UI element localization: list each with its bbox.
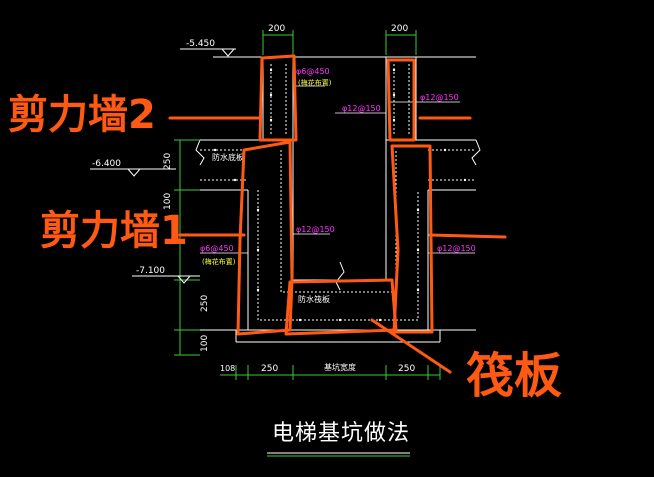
dimension-lines — [174, 30, 441, 380]
rebar-pit-right: φ12@150 — [437, 244, 476, 253]
outline-raft-slab — [284, 278, 398, 336]
left-upper-wall — [262, 56, 294, 141]
elevation-mid: -6.400 — [92, 159, 121, 169]
outline-shear-wall-2-right — [386, 58, 416, 142]
rebar-top-left: φ6@450 — [296, 67, 330, 76]
leader-shear-wall-1-right — [428, 233, 507, 239]
rebar-top-right: φ12@150 — [420, 93, 459, 102]
dim-left-wall: 200 — [268, 24, 285, 34]
rebar-dots — [213, 68, 467, 322]
outer-rebar-line — [257, 190, 419, 321]
dim-108: 108 — [220, 364, 235, 373]
dim-250-bottom-left: 250 — [261, 364, 278, 374]
pit-outer-wall — [247, 190, 429, 331]
dim-250-bottom-right: 250 — [398, 364, 415, 374]
dim-250-top: 250 — [163, 153, 173, 170]
elevation-markers — [90, 48, 236, 284]
annotation-raft-slab: 筏板 — [466, 348, 562, 404]
dim-pit-width: 基坑宽度 — [324, 362, 356, 372]
rebar-pit-left-outer-note: (梅花布置) — [202, 257, 236, 266]
outline-shear-wall-1-right — [390, 144, 434, 334]
leader-raft-slab — [370, 318, 452, 374]
rebar-pit-left-outer: φ6@450 — [200, 244, 234, 253]
dim-right-wall: 200 — [391, 24, 408, 34]
label-waterproof-layer: 防水底板 — [212, 152, 244, 162]
dim-250-bot: 250 — [200, 295, 210, 312]
annotation-shear-wall-2: 剪力墙2 — [8, 92, 156, 138]
label-waterproof-slab: 防水筏板 — [298, 294, 330, 304]
dim-100-bot: 100 — [200, 335, 210, 352]
elevation-bottom: -7.100 — [136, 266, 165, 276]
outline-shear-wall-1-left — [236, 140, 294, 336]
hand-annotations — [168, 54, 507, 374]
outline-shear-wall-2-left — [258, 54, 298, 142]
annotation-shear-wall-1: 剪力墙1 — [40, 208, 188, 254]
rebar-top-left-note: (梅花布置) — [298, 78, 332, 87]
pit-inner-wall — [292, 140, 387, 281]
rebar-top-inner: φ12@150 — [342, 104, 381, 113]
elevation-top: -5.450 — [186, 39, 215, 49]
inner-rebar-line — [280, 150, 397, 293]
break-mark-right — [471, 139, 481, 166]
break-mark-left — [195, 139, 205, 166]
drawing-title: 电梯基坑做法 — [272, 421, 410, 446]
break-mark-bottom — [335, 261, 345, 291]
rebar-pit-left-inner: φ12@150 — [296, 225, 335, 234]
dim-100-top: 100 — [163, 193, 173, 210]
